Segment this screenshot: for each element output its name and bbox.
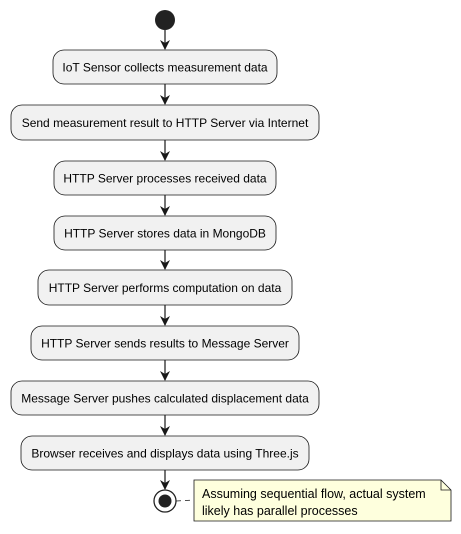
note-line-2: likely has parallel processes [202,504,358,518]
activity-label: HTTP Server performs computation on data [49,281,282,295]
activity-label: IoT Sensor collects measurement data [62,61,268,75]
end-node [153,489,177,513]
activity-label: HTTP Server sends results to Message Ser… [41,337,289,351]
activity-6: HTTP Server sends results to Message Ser… [30,325,300,361]
note-fold [440,480,451,491]
activity-label: Browser receives and displays data using… [31,447,298,461]
note-box [193,479,452,522]
activity-2: Send measurement result to HTTP Server v… [10,104,320,141]
activity-label: HTTP Server stores data in MongoDB [64,227,266,241]
note: Assuming sequential flow, actual system … [175,479,452,522]
note-connector [175,499,195,502]
activity-1: IoT Sensor collects measurement data [52,49,278,85]
activity-label: HTTP Server processes received data [63,172,267,186]
activity-3: HTTP Server processes received data [53,160,277,196]
start-node [155,10,175,30]
note-line-1: Assuming sequential flow, actual system [202,487,426,501]
activity-7: Message Server pushes calculated displac… [10,380,320,416]
activity-4: HTTP Server stores data in MongoDB [53,215,277,251]
activity-label: Message Server pushes calculated displac… [21,392,309,406]
activity-label: Send measurement result to HTTP Server v… [22,116,309,130]
activity-8: Browser receives and displays data using… [20,435,310,471]
activity-5: HTTP Server performs computation on data [37,269,293,306]
